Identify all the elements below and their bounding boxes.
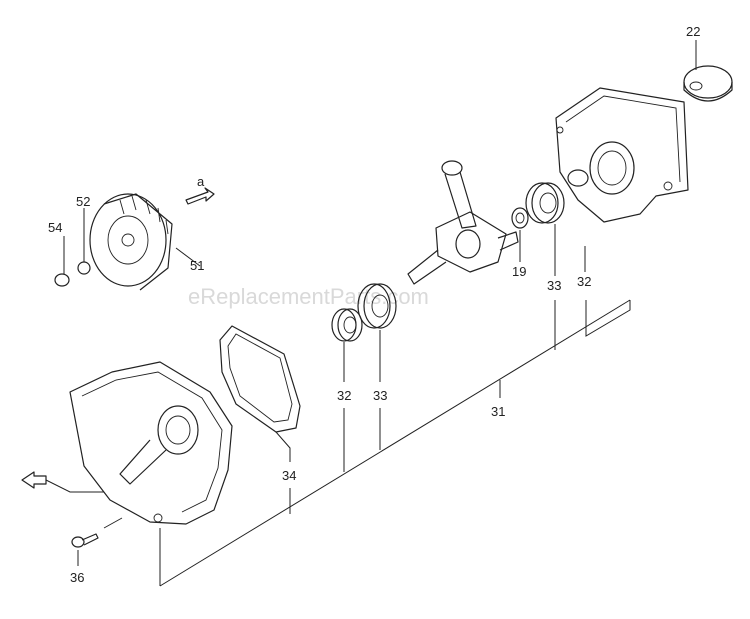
part-32-seal-left xyxy=(331,308,363,342)
callout-22: 22 xyxy=(686,24,700,39)
callout-32-right: 32 xyxy=(577,274,591,289)
arrow-label-a: a xyxy=(197,174,205,189)
part-33-bearing-left xyxy=(357,283,397,329)
watermark: eReplacementParts.com xyxy=(188,284,429,309)
part-54-nut xyxy=(54,273,70,287)
part-crankcase-left xyxy=(69,361,233,525)
part-19-seal xyxy=(511,207,529,229)
callout-33-left: 33 xyxy=(373,388,387,403)
direction-arrow-left xyxy=(21,471,104,493)
callout-54: 54 xyxy=(48,220,62,235)
callout-19: 19 xyxy=(512,264,526,279)
part-52-washer xyxy=(77,261,91,275)
callout-32-left: 32 xyxy=(337,388,351,403)
crankshaft-assembly xyxy=(407,160,519,285)
callout-52: 52 xyxy=(76,194,90,209)
leader-lines xyxy=(63,40,697,587)
callout-51: 51 xyxy=(190,258,204,273)
part-22-cap xyxy=(683,65,733,102)
callout-36: 36 xyxy=(70,570,84,585)
part-36-screw xyxy=(71,517,123,548)
part-51-flywheel xyxy=(89,193,173,291)
direction-arrow-a xyxy=(185,187,215,205)
callout-34: 34 xyxy=(282,468,296,483)
callout-31: 31 xyxy=(491,404,505,419)
callout-33-right: 33 xyxy=(547,278,561,293)
part-33-bearing-right xyxy=(525,182,565,224)
part-34-gasket xyxy=(219,325,301,433)
part-32-crankcase-right xyxy=(555,87,689,223)
